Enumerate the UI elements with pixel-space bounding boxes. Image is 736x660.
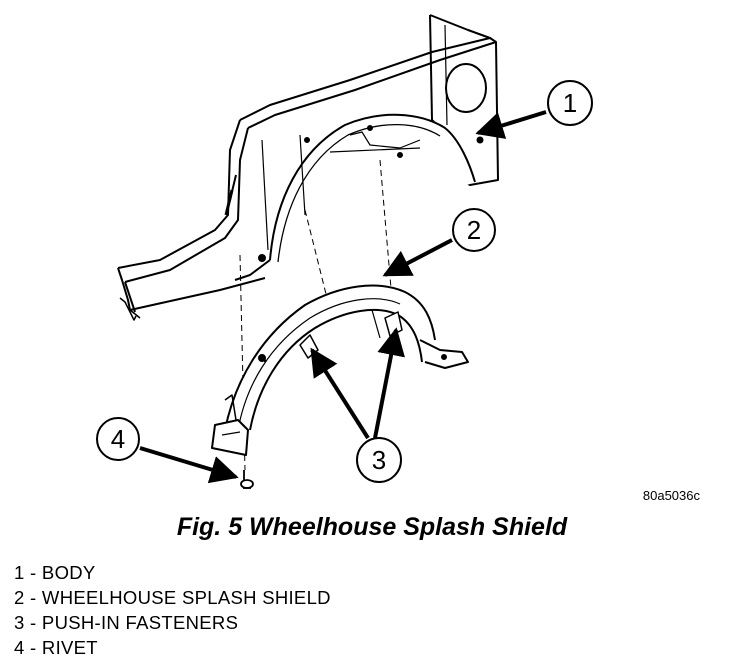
svg-text:2: 2 [467, 215, 481, 245]
svg-text:4: 4 [111, 424, 125, 454]
callout-2: 2 [382, 208, 496, 277]
legend-item-splash-shield: 2 - WHEELHOUSE SPLASH SHIELD [14, 587, 331, 608]
body-panel-drawing [117, 14, 499, 321]
legend-item-push-in-fasteners: 3 - PUSH-IN FASTENERS [14, 612, 239, 633]
svg-text:1: 1 [563, 88, 577, 118]
rivet-drawing [240, 470, 254, 489]
legend-item-rivet: 4 - RIVET [14, 637, 98, 658]
legend-item-body: 1 - BODY [14, 562, 96, 583]
callout-3: 3 [310, 327, 405, 483]
drawing-code: 80a5036c [643, 488, 701, 503]
wheelhouse-splash-shield-diagram: 1 2 3 4 80a5036c [96, 14, 701, 503]
svg-text:3: 3 [372, 445, 386, 475]
parts-legend: 1 - BODY 2 - WHEELHOUSE SPLASH SHIELD 3 … [14, 560, 331, 660]
splash-shield-drawing [211, 284, 469, 456]
callout-1: 1 [475, 80, 593, 139]
callout-4: 4 [96, 417, 239, 484]
figure-caption: Fig. 5 Wheelhouse Splash Shield [176, 513, 568, 541]
